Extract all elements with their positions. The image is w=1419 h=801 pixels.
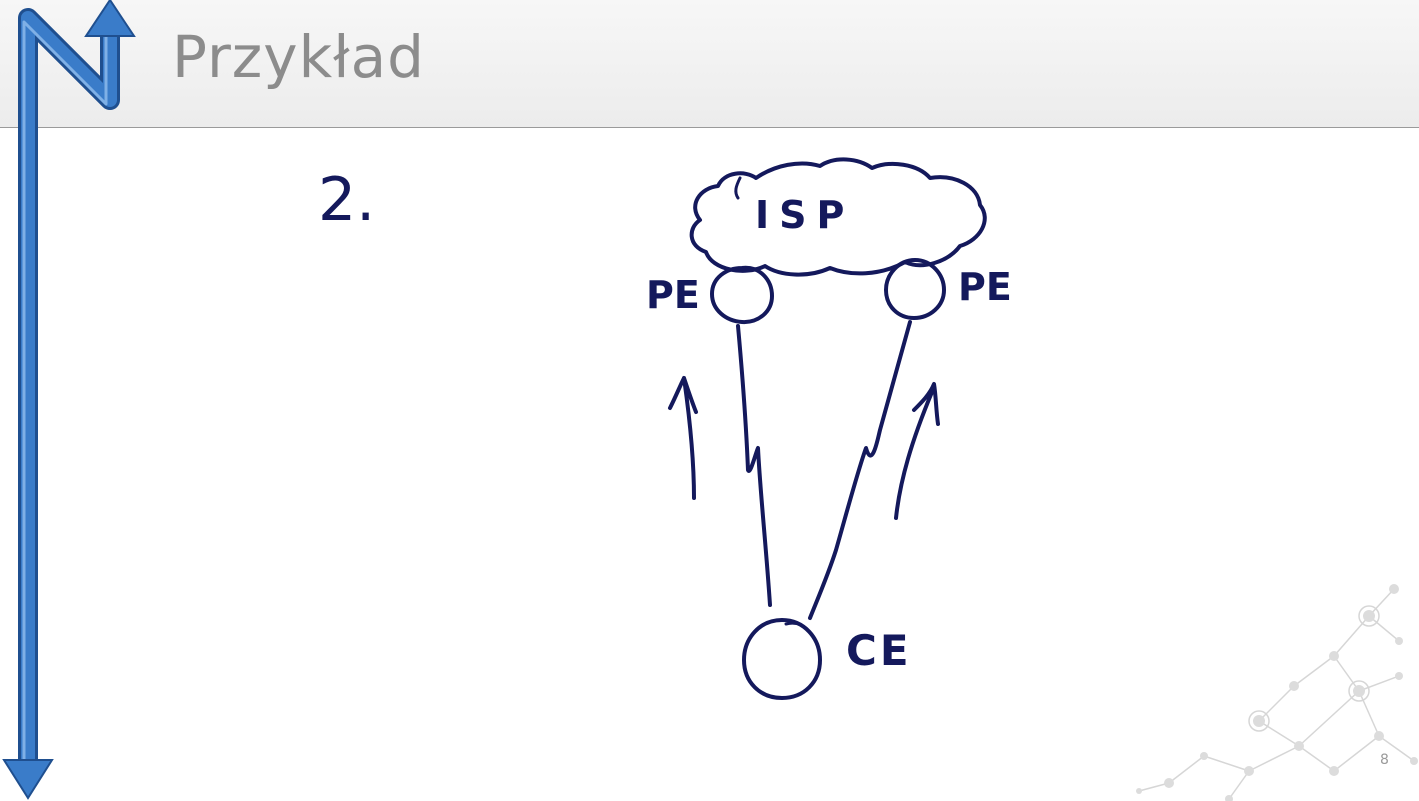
page-number: 8 xyxy=(1380,752,1389,768)
link-ce-to-pe-right xyxy=(808,320,912,620)
pe-left-label: PE xyxy=(646,273,700,317)
isp-cloud-shape xyxy=(689,157,987,277)
pe-left-node xyxy=(710,265,774,325)
step-number-label: 2. xyxy=(318,165,376,235)
arrow-up-right xyxy=(894,382,940,520)
ce-label: CE xyxy=(846,626,912,675)
ce-node xyxy=(742,618,822,700)
arrow-up-left xyxy=(668,376,698,500)
network-pattern-decoration xyxy=(1136,584,1418,801)
slide-title: Przykład xyxy=(172,23,425,91)
brand-logo xyxy=(2,0,136,800)
pe-right-node xyxy=(884,258,946,320)
pe-right-label: PE xyxy=(958,265,1012,309)
isp-cloud-label: ISP xyxy=(755,193,855,237)
link-ce-to-pe-left xyxy=(736,324,772,607)
slide-header xyxy=(0,0,1419,128)
sketch-canvas xyxy=(270,128,1145,778)
